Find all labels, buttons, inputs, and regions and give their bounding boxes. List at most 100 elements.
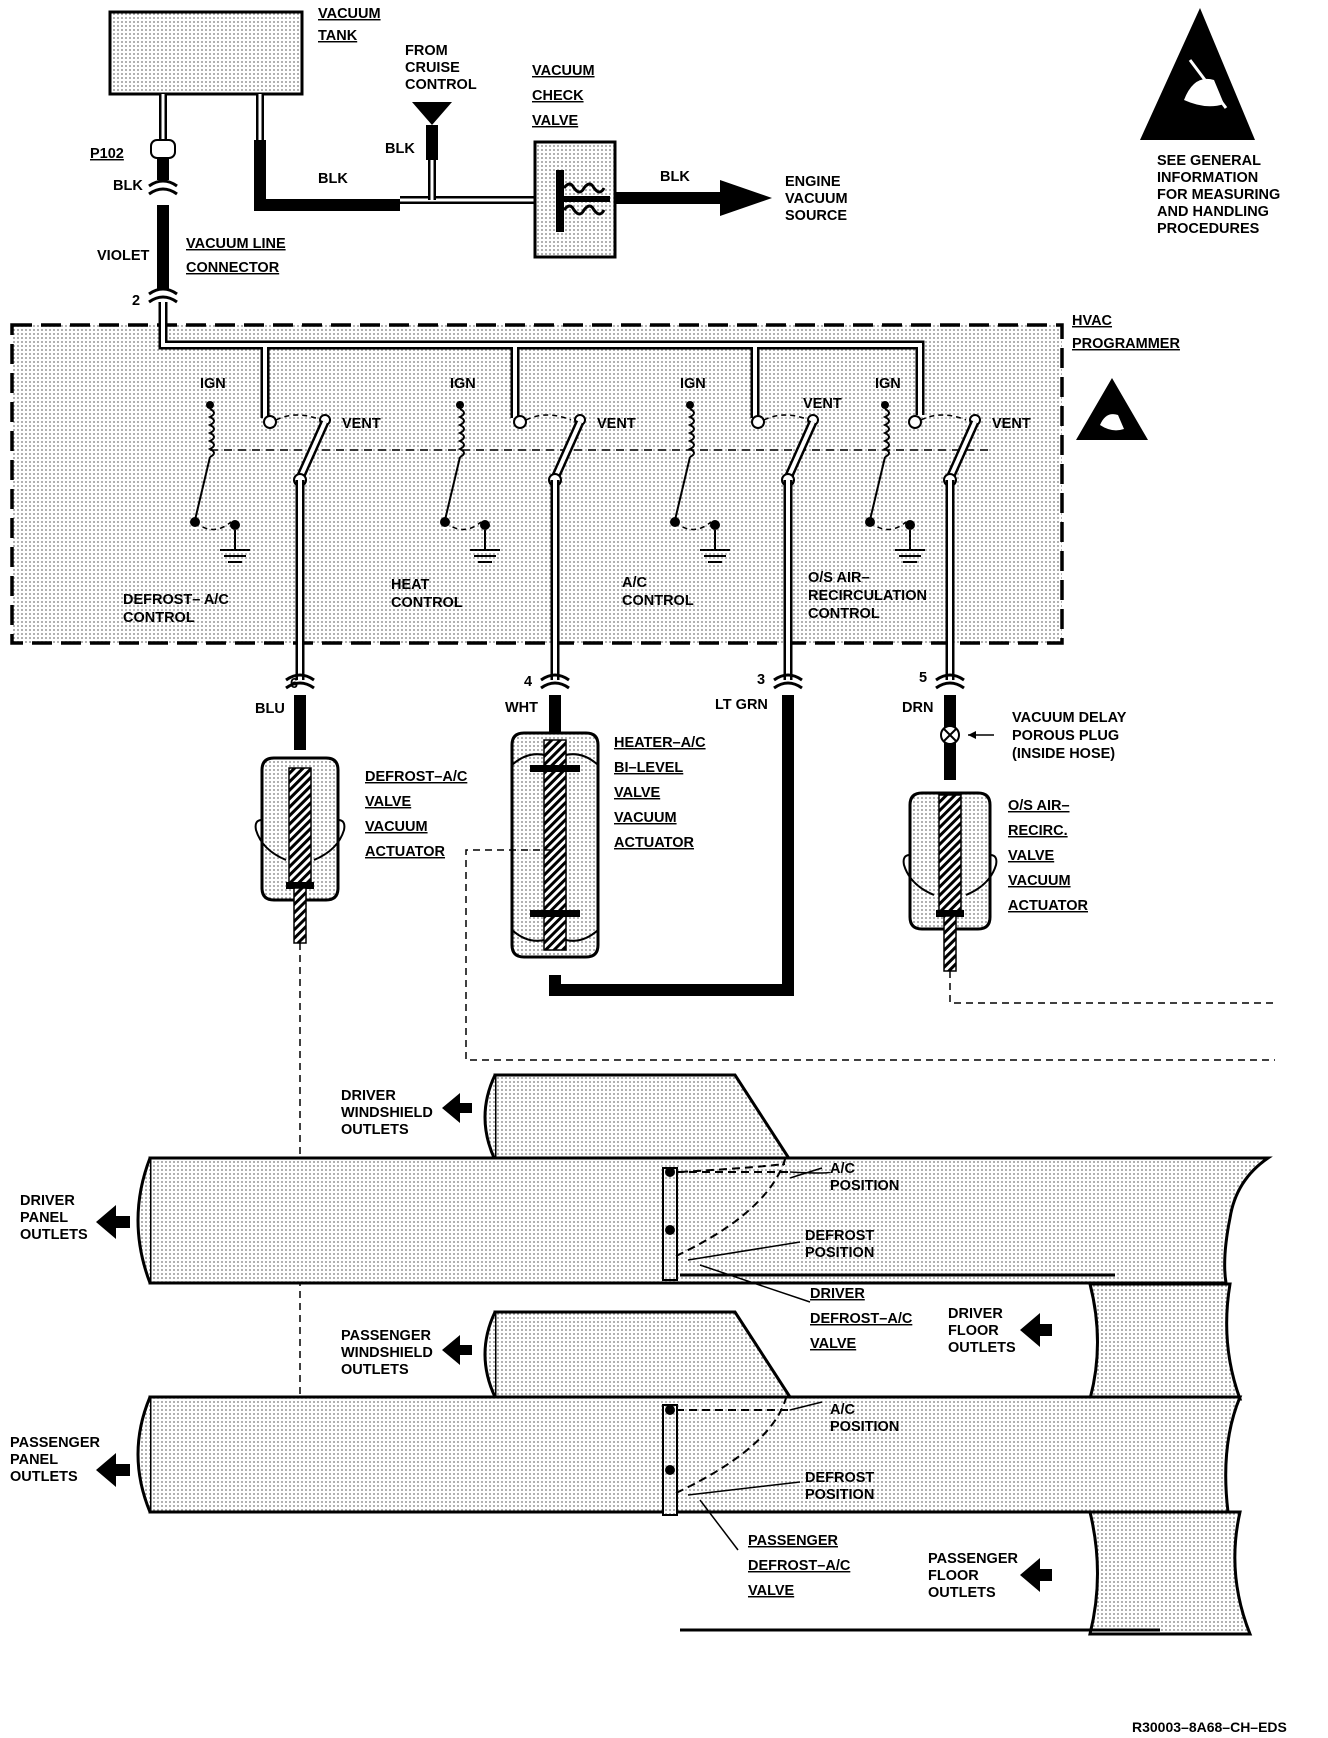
- driver-windshield-duct: [483, 1073, 793, 1162]
- label-pin-5: 5: [919, 670, 927, 686]
- valve-arm-core: [786, 421, 815, 479]
- label-violet: VIOLET: [97, 248, 150, 264]
- ign-terminal: [456, 401, 464, 409]
- porous-plug: [940, 725, 994, 745]
- svg-text:DRIVER: DRIVER: [20, 1193, 75, 1209]
- svg-text:CONTROL: CONTROL: [123, 610, 195, 626]
- label-defrost-actuator: DEFROST–A/C VALVE VACUUM ACTUATOR: [365, 769, 468, 860]
- label-bilevel-actuator: HEATER–A/C BI–LEVEL VALVE VACUUM ACTUATO…: [614, 735, 706, 851]
- svg-text:VACUUM: VACUUM: [532, 63, 595, 79]
- duct-divider: [680, 1273, 1160, 1632]
- svg-text:CONTROL: CONTROL: [808, 606, 880, 622]
- vent-label: VENT: [342, 416, 381, 432]
- svg-text:DRIVER: DRIVER: [948, 1306, 1003, 1322]
- ground-contact: [710, 520, 720, 530]
- arrow-left-icon: [1020, 1313, 1052, 1347]
- svg-text:TANK: TANK: [318, 28, 358, 44]
- vent-label: VENT: [597, 416, 636, 432]
- svg-text:A/C: A/C: [830, 1402, 856, 1418]
- label-wht: WHT: [505, 700, 538, 716]
- svg-text:HVAC: HVAC: [1072, 313, 1113, 329]
- solenoid-coil: [687, 408, 695, 458]
- svg-text:VALVE: VALVE: [810, 1336, 857, 1352]
- label-driver-windshield: DRIVER WINDSHIELD OUTLETS: [341, 1088, 433, 1138]
- svg-text:CONTROL: CONTROL: [622, 593, 694, 609]
- arrow-left-icon: [96, 1205, 130, 1239]
- label-control-recirc: O/S AIR– RECIRCULATION CONTROL: [808, 570, 927, 622]
- svg-text:PROGRAMMER: PROGRAMMER: [1072, 336, 1180, 352]
- ground-icon: [700, 530, 730, 563]
- os-air-recirc-actuator: [902, 791, 998, 972]
- arrow-left-icon: [442, 1335, 472, 1365]
- ground-icon: [470, 530, 500, 563]
- vent-label: VENT: [992, 416, 1031, 432]
- solenoid-coil: [457, 408, 465, 458]
- svg-text:VALVE: VALVE: [1008, 848, 1055, 864]
- label-driver-valve: DRIVER DEFROST–A/C VALVE: [810, 1286, 913, 1352]
- svg-text:VALVE: VALVE: [532, 113, 579, 129]
- label-from-cruise: FROM CRUISE CONTROL: [405, 43, 477, 93]
- svg-text:A/C: A/C: [830, 1161, 856, 1177]
- svg-text:INFORMATION: INFORMATION: [1157, 170, 1258, 186]
- svg-text:POSITION: POSITION: [805, 1245, 874, 1261]
- label-passenger-floor: PASSENGER FLOOR OUTLETS: [928, 1551, 1019, 1601]
- bilevel-linkage: [465, 849, 1275, 1061]
- ign-terminal: [206, 401, 214, 409]
- ign-contact: [869, 456, 886, 521]
- svg-text:DEFROST–A/C: DEFROST–A/C: [748, 1558, 851, 1574]
- svg-text:VALVE: VALVE: [365, 794, 412, 810]
- svg-text:PROCEDURES: PROCEDURES: [1157, 221, 1260, 237]
- label-control-heat: HEAT CONTROL: [391, 577, 463, 611]
- label-driver-floor: DRIVER FLOOR OUTLETS: [948, 1306, 1016, 1356]
- arrow-left-icon: [1020, 1558, 1052, 1592]
- label-pin-2: 2: [132, 293, 140, 309]
- actuator-hoses: [285, 480, 965, 996]
- ign-terminal: [686, 401, 694, 409]
- vacuum-switch: [190, 401, 331, 563]
- valve-swing: [525, 414, 572, 421]
- vacuum-tank: [108, 10, 304, 96]
- svg-text:OUTLETS: OUTLETS: [20, 1227, 88, 1243]
- svg-text:CRUISE: CRUISE: [405, 60, 460, 76]
- label-passenger-valve: PASSENGER DEFROST–A/C VALVE: [748, 1533, 851, 1599]
- label-vacuum-line-connector: VACUUM LINE CONNECTOR: [186, 236, 286, 276]
- svg-text:VACUUM LINE: VACUUM LINE: [186, 236, 286, 252]
- ign-label: IGN: [875, 376, 901, 392]
- ground-contact: [905, 520, 915, 530]
- valve-swing: [275, 414, 322, 421]
- label-recirc-actuator: O/S AIR– RECIRC. VALVE VACUUM ACTUATOR: [1008, 798, 1089, 914]
- label-blk-mid: BLK: [318, 171, 348, 187]
- svg-text:SEE GENERAL: SEE GENERAL: [1157, 153, 1261, 169]
- label-blu: BLU: [255, 701, 285, 717]
- svg-text:CONNECTOR: CONNECTOR: [186, 260, 280, 276]
- esd-warning-icon: [1140, 8, 1255, 140]
- svg-text:HEATER–A/C: HEATER–A/C: [614, 735, 706, 751]
- label-ac-position-passenger: A/C POSITION: [830, 1402, 899, 1435]
- svg-text:POSITION: POSITION: [830, 1178, 899, 1194]
- svg-text:AND HANDLING: AND HANDLING: [1157, 204, 1269, 220]
- svg-text:POSITION: POSITION: [805, 1487, 874, 1503]
- cruise-funnel: [412, 102, 452, 125]
- ign-label: IGN: [200, 376, 226, 392]
- passenger-floor-duct: [1088, 1510, 1253, 1636]
- svg-text:PASSENGER: PASSENGER: [928, 1551, 1019, 1567]
- ign-label: IGN: [680, 376, 706, 392]
- vacuum-port: [751, 415, 765, 429]
- contact-swing: [674, 521, 712, 531]
- label-control-defrost: DEFROST– A/C CONTROL: [123, 592, 229, 626]
- label-vacuum-tank: VACUUM TANK: [318, 6, 381, 44]
- svg-text:DRIVER: DRIVER: [341, 1088, 396, 1104]
- svg-text:RECIRCULATION: RECIRCULATION: [808, 588, 927, 604]
- valve-arm-core: [553, 421, 582, 479]
- driver-panel-duct: [136, 1156, 1273, 1285]
- svg-text:ACTUATOR: ACTUATOR: [365, 844, 446, 860]
- svg-text:POSITION: POSITION: [830, 1419, 899, 1435]
- svg-text:BI–LEVEL: BI–LEVEL: [614, 760, 683, 776]
- valve-swing: [920, 414, 967, 421]
- svg-text:VACUUM: VACUUM: [365, 819, 428, 835]
- recirc-linkage: [949, 971, 1275, 1004]
- label-delay-plug: VACUUM DELAY POROUS PLUG (INSIDE HOSE): [1012, 710, 1127, 762]
- label-pin-3: 3: [757, 672, 765, 688]
- label-blk-source: BLK: [660, 169, 690, 185]
- svg-text:OUTLETS: OUTLETS: [10, 1469, 78, 1485]
